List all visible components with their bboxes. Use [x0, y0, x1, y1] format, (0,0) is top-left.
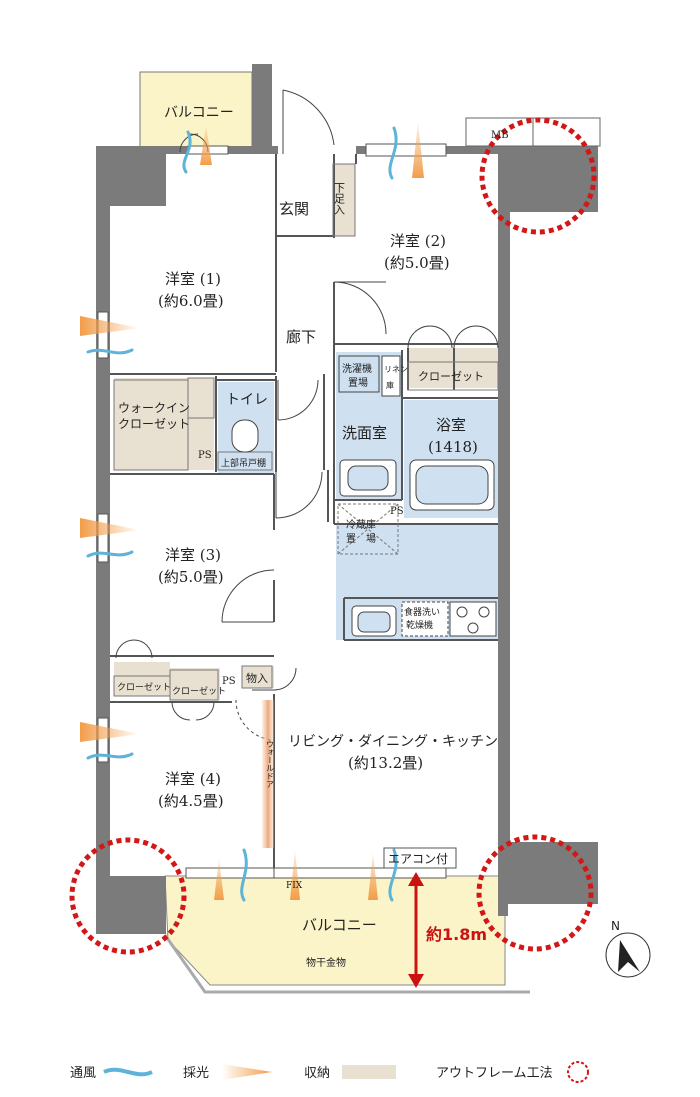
- western3-name: 洋室 (3): [165, 546, 221, 564]
- dimension-arrow: [408, 872, 424, 988]
- legend-daylight-label: 採光: [183, 1066, 209, 1081]
- shoe-storage-label: 下足入: [333, 182, 346, 215]
- storage-outlines: [113, 163, 499, 701]
- aircon-box: [383, 847, 457, 869]
- ldk-name: リビング・ダイニング・キッチン: [288, 734, 498, 750]
- dimension-label: 約1.8m: [426, 925, 487, 944]
- north-compass: [605, 932, 651, 978]
- aircon-label: エアコン付: [388, 852, 448, 866]
- closet-w3a-floor: [114, 662, 170, 696]
- balcony-railing: [163, 934, 530, 994]
- wall-door-strip: [262, 700, 274, 848]
- closet-w3b-label: クローゼット: [172, 685, 226, 697]
- linen-box: [381, 355, 401, 397]
- western2-name: 洋室 (2): [390, 232, 446, 250]
- ps-label-3: PS: [222, 676, 236, 687]
- washer-label-2: 置場: [348, 376, 368, 389]
- western4-size: (約4.5畳): [158, 792, 224, 810]
- western3-size: (約5.0畳): [158, 568, 224, 586]
- closet-w3a-label: クローゼット: [117, 681, 171, 693]
- top-window-w2: [365, 143, 447, 157]
- stove: [449, 601, 497, 637]
- wic-label-2: クローゼット: [118, 417, 190, 431]
- storage-label: 物入: [246, 671, 268, 685]
- legend-ventilation-icon: [103, 1067, 153, 1077]
- left-windows: [97, 311, 109, 763]
- wic-floor: [114, 378, 214, 470]
- legend-outframe-label: アウトフレーム工法: [436, 1066, 553, 1081]
- fridge-label-1: 冷蔵庫: [346, 518, 376, 531]
- fix-label: FIX: [286, 881, 303, 891]
- legend-storage-icon: [342, 1065, 396, 1079]
- washer-label-1: 洗濯機: [342, 362, 372, 375]
- fixtures: [231, 355, 497, 637]
- dishwasher-label-1: 食器洗い: [404, 606, 440, 618]
- washroom-label: 洗面室: [342, 424, 387, 442]
- western2-size: (約5.0畳): [384, 254, 450, 272]
- toilet-label: トイレ: [226, 392, 268, 408]
- toilet-bowl: [231, 419, 259, 453]
- entrance-label: 玄関: [279, 200, 309, 218]
- bath-size-label: (1418): [428, 438, 478, 456]
- washer-box: [338, 355, 380, 393]
- toilet-shelf-label: 上部吊戸棚: [221, 457, 266, 469]
- light-arrows: [80, 122, 424, 900]
- storage-floor: [242, 666, 274, 688]
- laundry-hanger-label: 物干金物: [306, 956, 346, 969]
- legend-daylight-icon: [222, 1064, 272, 1080]
- ldk-size: (約13.2畳): [348, 754, 423, 772]
- linen-label-2: 庫: [386, 380, 394, 390]
- wall-door-label: ウォールドア: [266, 740, 275, 788]
- balcony-main-label: バルコニー: [302, 916, 377, 934]
- dishwasher-label-2: 乾燥機: [406, 619, 433, 631]
- closet-w2-label: クローゼット: [418, 370, 484, 383]
- hallway-label: 廊下: [286, 328, 316, 346]
- mb-label: MB: [491, 130, 509, 141]
- top-balcony-wall: [252, 64, 272, 154]
- outer-walls: [96, 146, 598, 934]
- legend: 通風 採光 収納 アウトフレーム工法: [70, 1061, 589, 1083]
- western1-name: 洋室 (1): [165, 270, 221, 288]
- legend-storage-label: 収納: [304, 1066, 330, 1081]
- dishwasher-box: [401, 601, 449, 637]
- wic-label-1: ウォークイン: [118, 401, 190, 415]
- top-balcony-floor: [139, 71, 253, 151]
- linen-label-1: リネン: [384, 365, 408, 374]
- main-balcony-floor: [164, 875, 506, 986]
- bathroom-label: 浴室: [436, 416, 466, 434]
- ps-label-2: PS: [390, 506, 404, 517]
- closet-w3b-floor: [170, 668, 220, 700]
- bottom-window: [185, 867, 447, 879]
- balcony-top-label: バルコニー: [164, 105, 234, 121]
- ps-label-1: PS: [198, 450, 212, 461]
- legend-ventilation-label: 通風: [70, 1066, 96, 1081]
- western1-size: (約6.0畳): [158, 292, 224, 310]
- shoe-storage-floor: [333, 164, 355, 236]
- fridge-label-2: 置 場: [346, 532, 376, 545]
- outframe-markers: [69, 117, 597, 955]
- legend-outframe-icon: [567, 1061, 589, 1083]
- wind-arrows: [86, 126, 398, 902]
- north-label: N: [611, 919, 620, 933]
- western4-name: 洋室 (4): [165, 770, 221, 788]
